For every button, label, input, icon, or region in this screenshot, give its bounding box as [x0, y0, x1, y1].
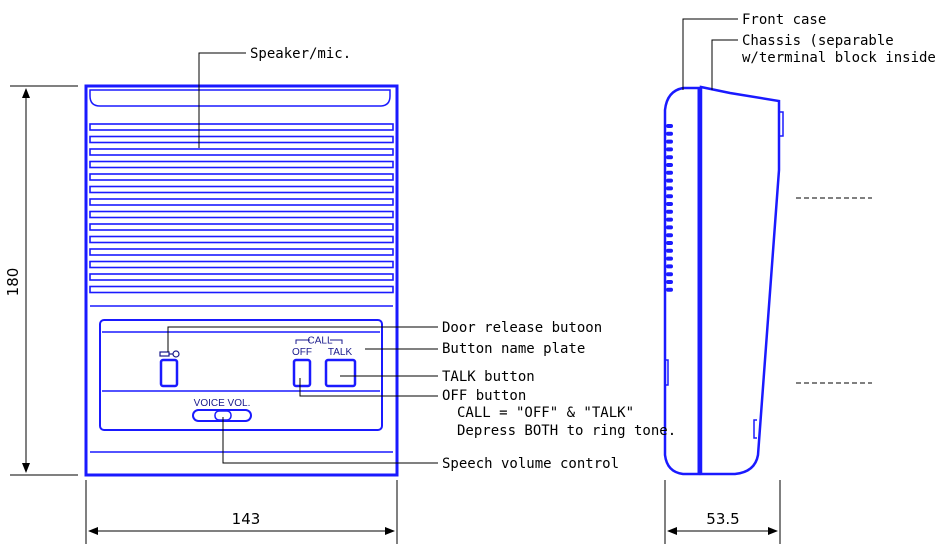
front-case-outline [663, 86, 701, 476]
grille-bar [89, 260, 394, 269]
side-slot [666, 272, 673, 277]
side-slot [666, 287, 673, 292]
grille-bar [89, 248, 394, 256]
grille-bar [89, 223, 394, 231]
side-slot [666, 163, 673, 167]
side-slot [666, 248, 673, 253]
name-plate-callout: Button name plate [442, 341, 585, 357]
depth-dimension: 53.5 [664, 480, 781, 544]
side-slot [666, 139, 673, 144]
grille-bar [89, 285, 394, 294]
voice-vol-label: VOICE VOL. [194, 398, 251, 409]
side-tab-top [779, 111, 784, 137]
door-release-leader [167, 326, 438, 352]
side-slot [666, 241, 673, 245]
door-release-button[interactable] [159, 358, 179, 388]
side-slot [666, 147, 673, 152]
side-slot [666, 225, 673, 230]
chassis-callout-line2: w/terminal block inside) [742, 50, 935, 66]
side-slot [666, 170, 673, 175]
volume-slot [192, 409, 252, 422]
grille-bar [89, 173, 394, 181]
grille-bar [89, 160, 394, 169]
call-note: CALL = "OFF" & "TALK" [457, 405, 634, 421]
grille-bar [89, 185, 394, 194]
call-bracket-right [330, 339, 343, 344]
side-slot [666, 131, 673, 136]
chassis-callout-line1: Chassis (separable [742, 33, 894, 49]
volume-leader [222, 417, 438, 464]
off-label: OFF [292, 347, 312, 358]
width-value: 143 [232, 510, 261, 528]
volume-callout: Speech volume control [442, 456, 619, 472]
grille-bar [89, 210, 394, 219]
height-dimension: 180 [4, 85, 78, 476]
call-bracket-left [295, 339, 310, 344]
front-case-leader [682, 18, 738, 90]
grille-bar [89, 235, 394, 244]
control-panel [99, 319, 383, 431]
side-slot [666, 233, 673, 238]
front-case-callout: Front case [742, 12, 826, 28]
side-slot [666, 155, 673, 160]
speaker-grille [89, 123, 394, 294]
side-slot [666, 186, 673, 191]
call-label: CALL [307, 336, 332, 347]
ring-note: Depress BOTH to ring tone. [457, 423, 676, 439]
side-tab-front [665, 359, 669, 386]
height-value: 180 [4, 268, 22, 297]
grille-bar [89, 123, 394, 131]
door-release-callout: Door release butoon [442, 320, 602, 336]
side-slot [666, 194, 673, 199]
speaker-callout: Speaker/mic. [250, 46, 351, 62]
side-slot [666, 264, 673, 269]
side-slot [666, 217, 673, 222]
off-button-callout: OFF button [442, 388, 526, 404]
chassis-outline [699, 85, 781, 476]
chassis-leader [711, 39, 738, 90]
side-slot [666, 202, 673, 206]
off-button-leader [299, 378, 438, 397]
grille-bar [89, 198, 394, 206]
grille-bar [89, 148, 394, 156]
width-dimension: 143 [85, 480, 398, 544]
speaker-leader [198, 52, 246, 148]
front-top-lip [89, 89, 391, 107]
side-slot [666, 280, 673, 284]
front-view: CALL OFF TALK VOICE VOL. [84, 84, 399, 477]
side-slot [666, 209, 673, 214]
side-view [663, 85, 872, 476]
depth-value: 53.5 [706, 510, 739, 528]
talk-label: TALK [328, 347, 353, 358]
side-slot [666, 178, 673, 183]
key-icon [159, 350, 180, 358]
side-slot [666, 124, 673, 128]
talk-button-callout: TALK button [442, 369, 535, 385]
side-tab-bottom [753, 419, 757, 439]
side-grille-slots [666, 124, 673, 292]
talk-button[interactable] [324, 358, 357, 388]
grille-bar [89, 135, 394, 144]
side-slot [666, 256, 673, 261]
front-body-outline [84, 84, 399, 477]
off-button[interactable] [292, 358, 312, 388]
grille-bar [89, 273, 394, 281]
